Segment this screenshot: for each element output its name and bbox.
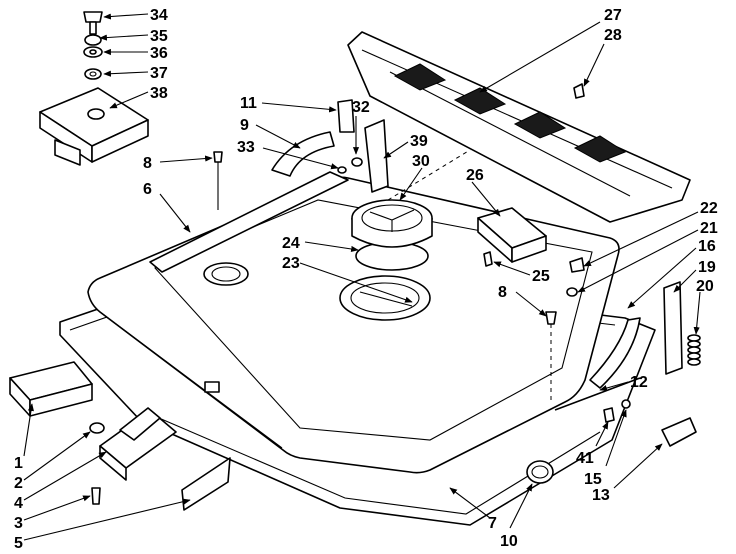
- knob: [526, 460, 554, 484]
- washer-33: [337, 166, 347, 174]
- callout-5: 5: [14, 535, 23, 552]
- callout-13: 13: [592, 487, 610, 504]
- callout-41: 41: [576, 450, 594, 467]
- vent-handle: [347, 31, 691, 223]
- callout-15: 15: [584, 471, 602, 488]
- callout-24: 24: [282, 235, 300, 252]
- knob-stack: [83, 11, 103, 80]
- callout-12: 12: [630, 374, 648, 391]
- callout-19: 19: [698, 259, 716, 276]
- callout-23: 23: [282, 255, 300, 272]
- callout-8-left: 8: [143, 155, 152, 172]
- leader-lines: [23, 13, 701, 541]
- callout-32: 32: [352, 99, 370, 116]
- callout-8-right: 8: [498, 284, 507, 301]
- callout-28: 28: [604, 27, 622, 44]
- screw-8-right: [545, 311, 557, 325]
- callout-33: 33: [237, 139, 255, 156]
- callout-3: 3: [14, 515, 23, 532]
- callout-25: 25: [532, 268, 550, 285]
- screw-3: [91, 487, 101, 505]
- cover-5: [181, 457, 231, 511]
- part-41: [603, 407, 615, 423]
- callout-27: 27: [604, 7, 622, 24]
- center-opening: [339, 275, 431, 321]
- callout-10: 10: [500, 533, 518, 550]
- washer-32: [351, 157, 363, 167]
- clip-22: [569, 257, 585, 273]
- left-hinge-arm: [271, 131, 335, 177]
- part-15: [621, 399, 631, 409]
- spring-20: [687, 334, 701, 366]
- callout-7: 7: [488, 515, 497, 532]
- right-hinge-arm: [589, 317, 641, 389]
- callout-39: 39: [410, 133, 428, 150]
- callout-labels: 34 35 36 37 38 27 28 11 9 32 33 39 30 8 …: [14, 7, 718, 552]
- washer-2: [89, 422, 105, 434]
- screw-8-left: [213, 151, 223, 163]
- callout-35: 35: [150, 28, 168, 45]
- screw-25: [483, 251, 493, 267]
- part-11: [337, 99, 355, 133]
- callout-22: 22: [700, 200, 718, 217]
- door-side-edge: [149, 171, 349, 273]
- washer-21: [566, 287, 578, 297]
- bracket-16: [663, 281, 683, 375]
- block-26: [477, 207, 547, 263]
- door-slot: [204, 381, 220, 393]
- dispenser-opening: [203, 262, 249, 286]
- screw-28: [573, 83, 585, 99]
- callout-26: 26: [466, 167, 484, 184]
- callout-2: 2: [14, 475, 23, 492]
- callout-16: 16: [698, 238, 716, 255]
- callout-20: 20: [696, 278, 714, 295]
- rod-12: [554, 377, 641, 411]
- callout-34: 34: [150, 7, 168, 24]
- callout-9: 9: [240, 117, 249, 134]
- dispenser-wheel: [351, 199, 433, 271]
- callout-11: 11: [240, 95, 257, 112]
- callout-38: 38: [150, 85, 168, 102]
- callout-36: 36: [150, 45, 168, 62]
- callout-1: 1: [14, 455, 23, 472]
- dispenser-assembly: [39, 87, 149, 166]
- bracket-13: [661, 417, 697, 447]
- callout-6: 6: [143, 181, 152, 198]
- bracket-39: [364, 119, 389, 193]
- callout-21: 21: [700, 220, 718, 237]
- callout-37: 37: [150, 65, 168, 82]
- callout-30: 30: [412, 153, 430, 170]
- callout-4: 4: [14, 495, 23, 512]
- channel-1: [9, 361, 93, 417]
